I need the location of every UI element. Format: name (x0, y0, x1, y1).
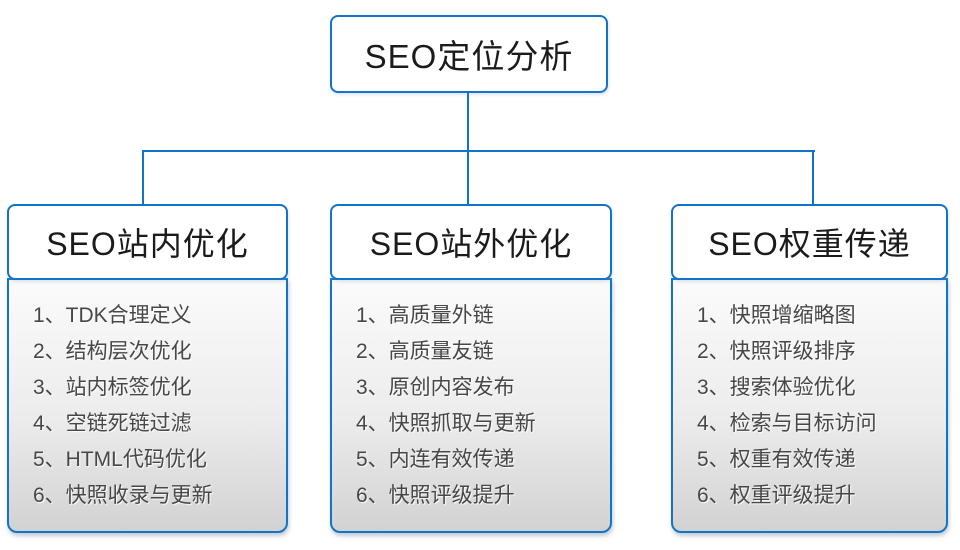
root-node: SEO定位分析 (330, 15, 608, 93)
branch-onsite-list: 1、TDK合理定义 2、结构层次优化 3、站内标签优化 4、空链死链过滤 5、H… (7, 278, 288, 533)
branch-offsite-optimization: SEO站外优化 1、高质量外链 2、高质量友链 3、原创内容发布 4、快照抓取与… (330, 204, 612, 533)
connector-horizontal-bar (142, 150, 815, 152)
branch-offsite-header: SEO站外优化 (330, 204, 612, 280)
branch-weight-header: SEO权重传递 (671, 204, 948, 280)
branch-offsite-title: SEO站外优化 (369, 226, 573, 262)
connector-drop-left (142, 150, 144, 204)
branch-weight-title: SEO权重传递 (708, 226, 911, 262)
list-item: 2、结构层次优化 (33, 340, 192, 363)
connector-drop-center (467, 150, 469, 204)
list-item: 5、HTML代码优化 (33, 448, 207, 471)
branch-offsite-list: 1、高质量外链 2、高质量友链 3、原创内容发布 4、快照抓取与更新 5、内连有… (330, 278, 612, 533)
list-item: 6、快照评级提升 (356, 484, 515, 507)
list-item: 2、快照评级排序 (697, 340, 856, 363)
list-item: 4、检索与目标访问 (697, 412, 877, 435)
branch-onsite-optimization: SEO站内优化 1、TDK合理定义 2、结构层次优化 3、站内标签优化 4、空链… (7, 204, 288, 533)
list-item: 4、空链死链过滤 (33, 412, 192, 435)
list-item: 6、快照收录与更新 (33, 484, 213, 507)
root-node-title: SEO定位分析 (364, 38, 574, 75)
list-item: 4、快照抓取与更新 (356, 412, 536, 435)
list-item: 1、高质量外链 (356, 304, 494, 327)
list-item: 6、权重评级提升 (697, 484, 856, 507)
list-item: 5、权重有效传递 (697, 448, 856, 471)
list-item: 1、快照增缩略图 (697, 304, 856, 327)
list-item: 5、内连有效传递 (356, 448, 515, 471)
branch-weight-transfer: SEO权重传递 1、快照增缩略图 2、快照评级排序 3、搜索体验优化 4、检索与… (671, 204, 948, 533)
list-item: 2、高质量友链 (356, 340, 494, 363)
branch-weight-list: 1、快照增缩略图 2、快照评级排序 3、搜索体验优化 4、检索与目标访问 5、权… (671, 278, 948, 533)
list-item: 3、搜索体验优化 (697, 376, 856, 399)
connector-drop-right (812, 150, 814, 204)
list-item: 3、原创内容发布 (356, 376, 515, 399)
list-item: 3、站内标签优化 (33, 376, 192, 399)
branch-onsite-title: SEO站内优化 (46, 226, 249, 262)
connector-root-stem (467, 93, 469, 151)
branch-onsite-header: SEO站内优化 (7, 204, 288, 280)
list-item: 1、TDK合理定义 (33, 304, 192, 327)
